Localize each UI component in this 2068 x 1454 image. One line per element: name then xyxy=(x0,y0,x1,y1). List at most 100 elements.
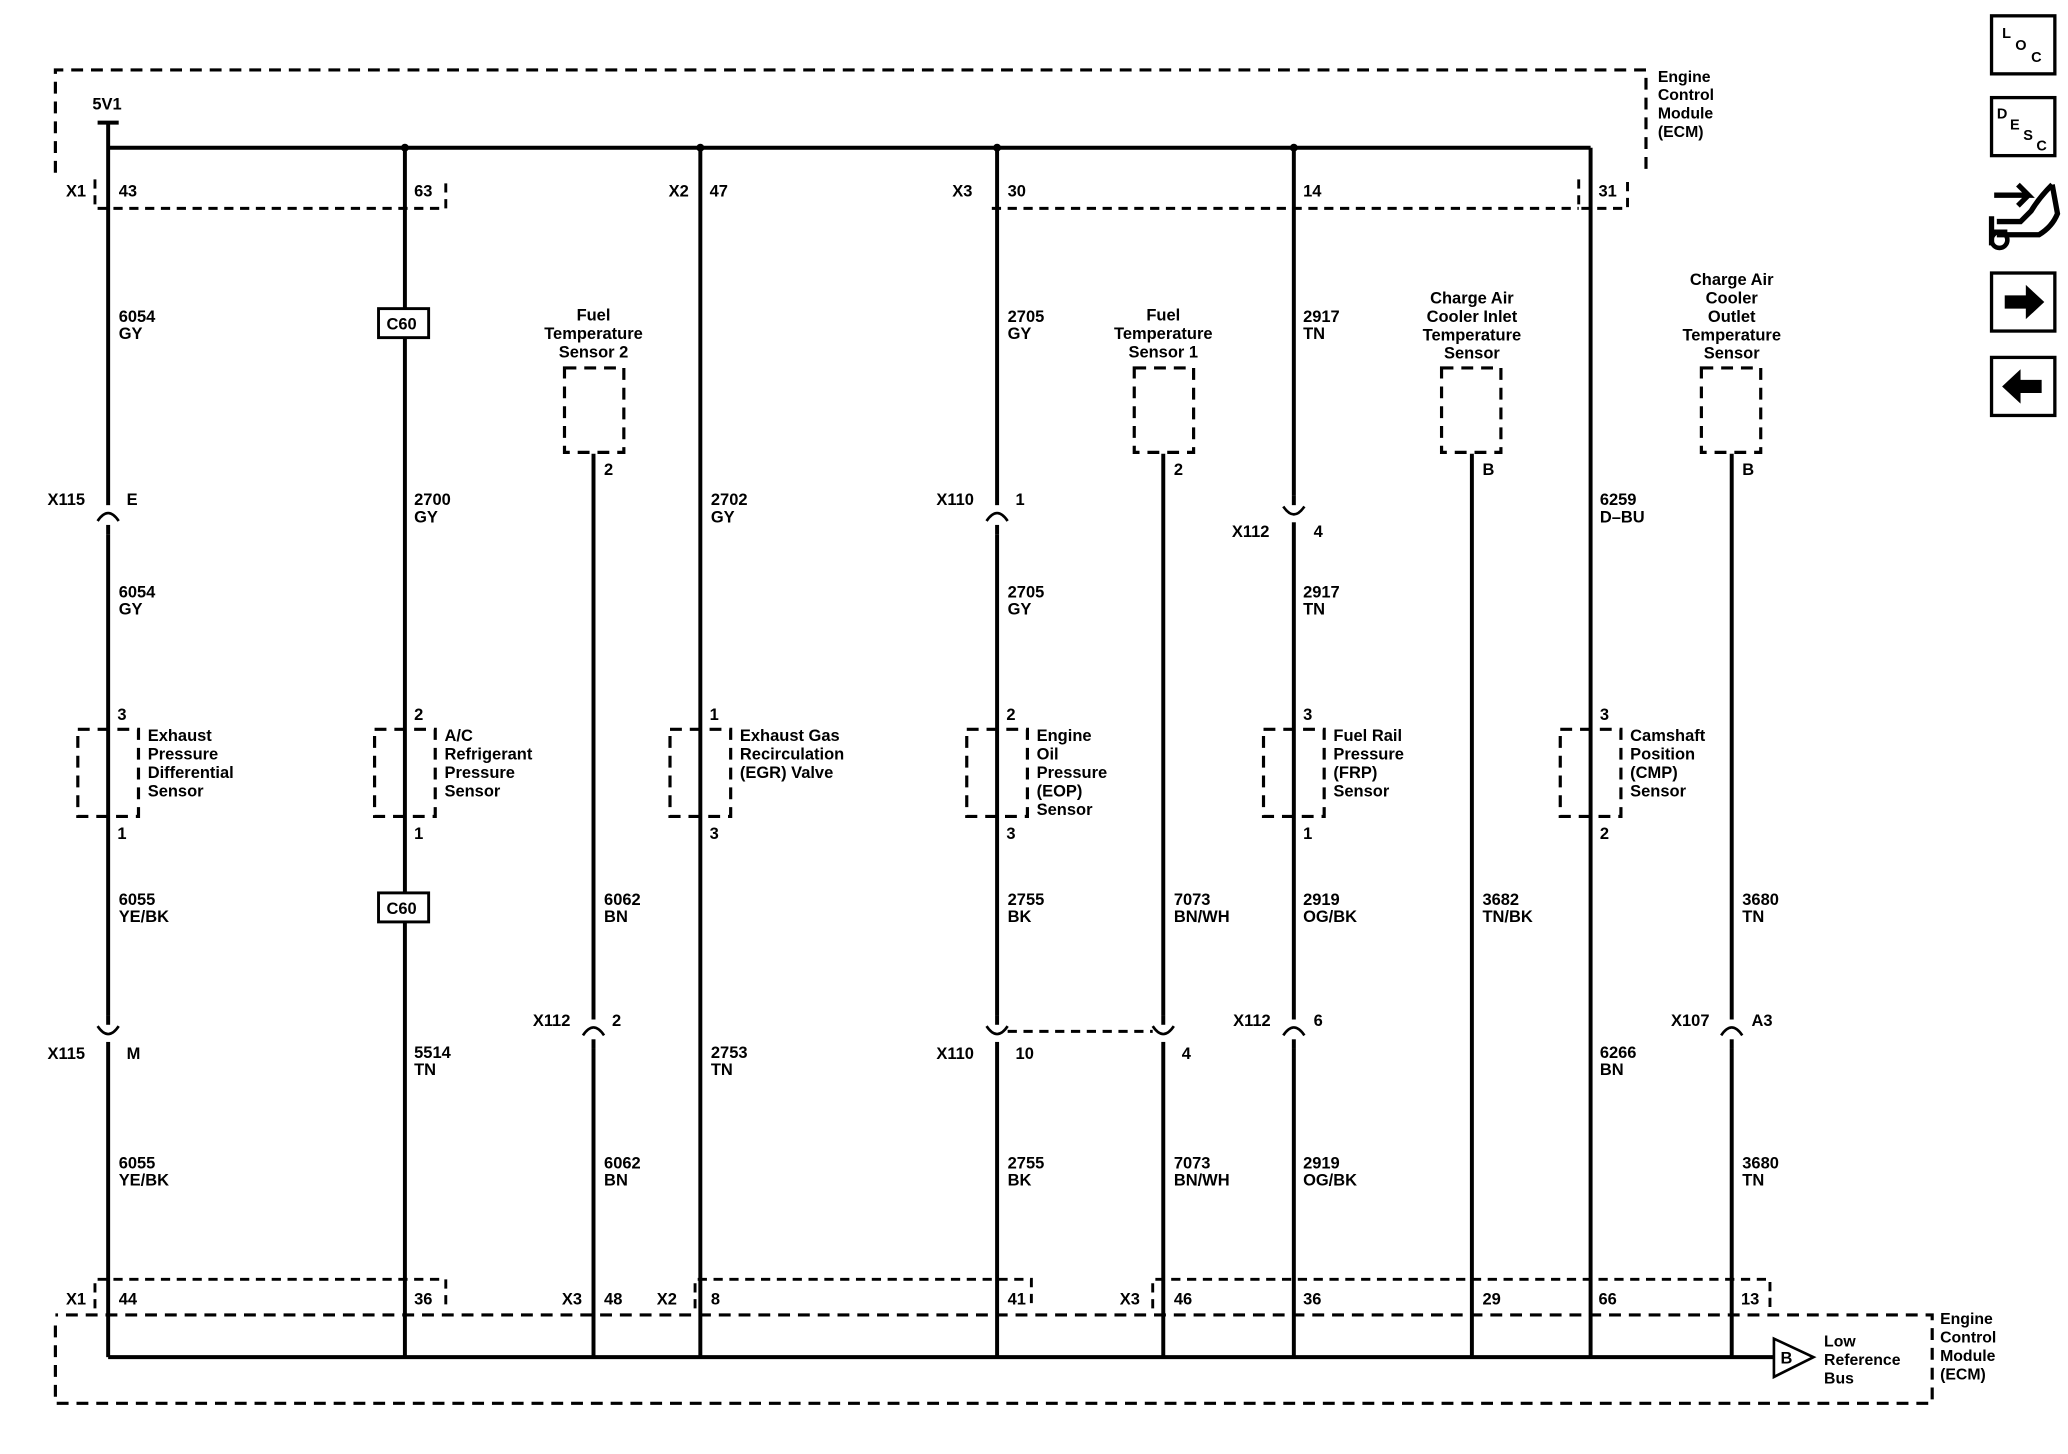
loc-button[interactable]: L O C xyxy=(1989,14,2057,76)
cac-inlet-sensor-box xyxy=(1439,366,1503,454)
arrow-left-icon xyxy=(2002,369,2042,404)
cac-outlet-label-2: Cooler xyxy=(1706,289,1759,307)
c60-box-top xyxy=(377,307,431,340)
ecm-top-label-4: (ECM) xyxy=(1658,124,1704,141)
bottom-pin-41: 41 xyxy=(1008,1290,1026,1308)
wire-label-color: GY xyxy=(1008,601,1032,619)
wire-label-num: 2705 xyxy=(1008,583,1045,601)
egr-valve-label-3: (EGR) Valve xyxy=(740,764,833,782)
bottom-pin-29: 29 xyxy=(1482,1290,1500,1308)
wire-label-color: OG/BK xyxy=(1303,908,1357,926)
cmp-sensor-label-1: Camshaft xyxy=(1630,727,1706,745)
x112-pin-4: 4 xyxy=(1314,523,1324,541)
fuel-temp-sensor-1-label-2: Temperature xyxy=(1114,325,1213,343)
wire-labels: 6054 GY 6054 GY 6055 YE/BK 6055 YE/BK 27… xyxy=(119,308,1779,1190)
wire-label-color: YE/BK xyxy=(119,908,169,926)
cac-inlet-label-2: Cooler Inlet xyxy=(1427,308,1518,326)
frp-sensor-pin-bottom: 1 xyxy=(1303,825,1312,843)
wire-label-color: TN xyxy=(1742,1172,1764,1190)
exhaust-pressure-label-2: Pressure xyxy=(148,746,219,764)
wire-label-color: YE/BK xyxy=(119,1172,169,1190)
cmp-sensor-box xyxy=(1558,727,1623,818)
wire-label-num: 2755 xyxy=(1008,1155,1045,1173)
fuel-temp-sensor-2-label-1: Fuel xyxy=(577,306,611,324)
x107-label: X107 xyxy=(1671,1012,1709,1030)
frp-sensor-label-3: (FRP) xyxy=(1333,764,1377,782)
cac-outlet-pin: B xyxy=(1742,461,1754,479)
wire-label-num: 2917 xyxy=(1303,583,1340,601)
bottom-pin-36b: 36 xyxy=(1303,1290,1321,1308)
ecm-bottom-label-3: Module xyxy=(1940,1348,1996,1365)
arrow-right-button[interactable] xyxy=(1989,271,2057,333)
cmp-sensor-label-4: Sensor xyxy=(1630,783,1686,801)
bottom-pin-8: 8 xyxy=(711,1290,720,1308)
ecm-bottom-label-1: Engine xyxy=(1940,1311,1993,1328)
wire-label-num: 3682 xyxy=(1482,891,1519,909)
egr-valve-pin-bottom: 3 xyxy=(710,825,719,843)
splice-dots xyxy=(400,143,1298,152)
bus-letter: B xyxy=(1781,1350,1793,1368)
bottom-pin-46: 46 xyxy=(1174,1290,1192,1308)
svg-text:E: E xyxy=(2010,117,2020,133)
fuel-temp-sensor-1-label-3: Sensor 1 xyxy=(1128,343,1198,361)
bottom-pin-36a: 36 xyxy=(414,1290,432,1308)
fuel-temp-sensor-2-label-2: Temperature xyxy=(544,325,643,343)
wire-label-num: 7073 xyxy=(1174,1155,1211,1173)
wire-label-num: 2917 xyxy=(1303,308,1340,326)
cac-inlet-pin: B xyxy=(1482,461,1494,479)
connector-x115-e xyxy=(96,505,120,535)
exhaust-pressure-sensor-box xyxy=(76,727,141,818)
fuel-temp-sensor-1-box xyxy=(1132,366,1196,454)
frp-sensor-label-2: Pressure xyxy=(1333,746,1404,764)
supply-label: 5V1 xyxy=(92,95,121,113)
ac-pressure-label-3: Pressure xyxy=(444,764,515,782)
connector-label-x1-bottom: X1 xyxy=(66,1290,86,1308)
wire-label-color: BN xyxy=(604,908,628,926)
eop-sensor-label-4: (EOP) xyxy=(1037,783,1083,801)
wire-label-color: BN/WH xyxy=(1174,1172,1230,1190)
frp-sensor-label-1: Fuel Rail xyxy=(1333,727,1402,745)
exhaust-pressure-pin-top: 3 xyxy=(117,706,126,724)
wire-label-num: 3680 xyxy=(1742,891,1779,909)
x112-label-right: X112 xyxy=(1233,1012,1271,1030)
cac-outlet-label-5: Sensor xyxy=(1704,345,1760,363)
svg-text:L: L xyxy=(2002,26,2011,42)
fuel-temp-sensor-2-pin: 2 xyxy=(604,461,613,479)
x107-pin-a3: A3 xyxy=(1751,1012,1772,1030)
wire-label-color: TN xyxy=(1303,325,1325,343)
egr-valve-label-2: Recirculation xyxy=(740,746,844,764)
wire-label-num: 2755 xyxy=(1008,891,1045,909)
bottom-pin-48: 48 xyxy=(604,1290,622,1308)
bus-triangle xyxy=(1772,1336,1817,1380)
desc-button[interactable]: D E S C xyxy=(1989,95,2057,158)
top-pin-47: 47 xyxy=(710,183,728,201)
connector-x112-4 xyxy=(1282,495,1306,523)
connector-x1-top xyxy=(93,179,448,210)
wire-label-num: 6266 xyxy=(1600,1044,1637,1062)
x115-label-bottom: X115 xyxy=(47,1045,85,1063)
connector-x110-1 xyxy=(985,505,1009,535)
svg-text:D: D xyxy=(1997,107,2007,123)
cac-inlet-label-1: Charge Air xyxy=(1430,289,1514,307)
wire-label-num: 6062 xyxy=(604,1155,641,1173)
x112-label-mid: X112 xyxy=(1232,523,1270,541)
wire-label-color: TN xyxy=(414,1061,436,1079)
connector-x3-bottom xyxy=(1151,1277,1772,1309)
top-pin-30: 30 xyxy=(1008,183,1026,201)
arrow-left-button[interactable] xyxy=(1989,355,2057,418)
fuel-temp-sensor-1-label-1: Fuel xyxy=(1146,306,1180,324)
ac-pressure-label-1: A/C xyxy=(444,727,472,745)
fuel-temp-sensor-1-pin: 2 xyxy=(1174,461,1183,479)
cac-outlet-label-3: Outlet xyxy=(1708,308,1756,326)
egr-valve-box xyxy=(668,727,733,818)
eop-sensor-label-5: Sensor xyxy=(1037,801,1093,819)
x110-pin-4: 4 xyxy=(1182,1045,1192,1063)
x110-label-top: X110 xyxy=(936,491,974,509)
connector-label-x2-top: X2 xyxy=(669,183,689,201)
wire-label-num: 6054 xyxy=(119,308,156,326)
connector-wrench-icon[interactable] xyxy=(1988,182,2061,251)
ac-pressure-pin-bottom: 1 xyxy=(414,825,423,843)
ecm-top-label-1: Engine xyxy=(1658,69,1711,86)
eop-sensor-label-3: Pressure xyxy=(1037,764,1108,782)
